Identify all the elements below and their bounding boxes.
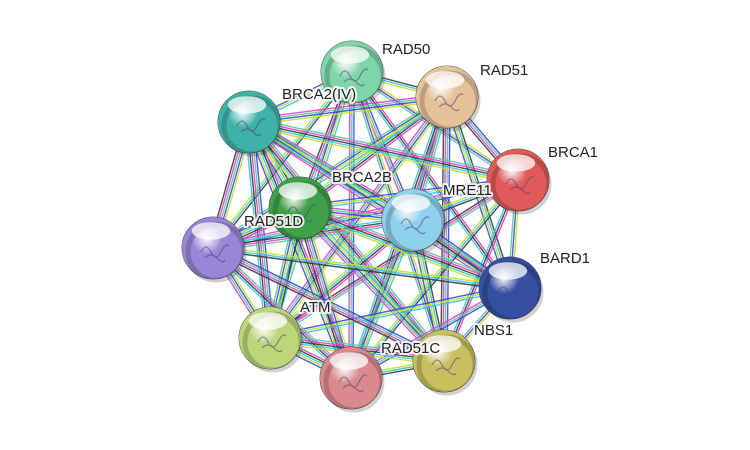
protein-node-mre11[interactable] <box>381 188 447 255</box>
protein-structure-icon <box>505 176 535 195</box>
interaction-edge <box>211 250 443 365</box>
interaction-edge <box>269 285 510 337</box>
interaction-edge <box>444 97 449 362</box>
protein-node-atm[interactable] <box>238 306 304 373</box>
interaction-edge <box>212 249 510 291</box>
node-highlight <box>488 262 528 280</box>
interaction-edge <box>269 287 511 339</box>
protein-structure-icon <box>257 334 287 353</box>
protein-structure-icon <box>339 68 369 87</box>
protein-node-rad51c[interactable] <box>319 346 385 413</box>
node-highlight <box>422 335 462 353</box>
node-label-halo: BRCA2(IV) <box>282 86 356 103</box>
interaction-edge <box>301 206 447 361</box>
interaction-edge <box>271 98 451 341</box>
interaction-edge <box>250 117 416 217</box>
interaction-edge <box>445 180 521 363</box>
interaction-edge <box>250 120 447 361</box>
node-label-rad51d: RAD51D <box>244 213 303 230</box>
node-label-halo: RAD50 <box>382 41 430 58</box>
interaction-edge <box>248 121 519 181</box>
node-label-brca2b: BRCA2B <box>332 169 392 186</box>
node-label-halo: BRCA1 <box>548 144 598 161</box>
interaction-edge <box>213 246 445 361</box>
protein-node-purple[interactable] <box>181 216 247 283</box>
node-label-halo: MRE11 <box>443 182 492 199</box>
interaction-edge <box>249 97 448 124</box>
protein-node-rad50[interactable] <box>320 40 386 107</box>
node-label-atm: ATM <box>300 299 331 316</box>
interaction-edge <box>212 95 447 248</box>
protein-structure-icon <box>236 118 266 137</box>
node-label-rad51: RAD51 <box>480 62 528 79</box>
protein-structure-icon <box>400 216 430 235</box>
interaction-edge <box>248 95 447 122</box>
interaction-edge <box>246 122 350 380</box>
node-label-halo: RAD51C <box>381 340 440 357</box>
node-label-bard1: BARD1 <box>540 250 590 267</box>
protein-structure-icon <box>434 93 464 112</box>
node-highlight <box>425 71 465 89</box>
node-highlight <box>248 312 288 330</box>
protein-structure-icon <box>431 357 461 376</box>
protein-structure-icon <box>200 244 230 263</box>
interaction-edge <box>251 118 448 359</box>
interaction-edge <box>443 179 519 362</box>
node-label-rad50: RAD50 <box>382 41 430 58</box>
node-highlight <box>278 182 318 200</box>
protein-structure-icon <box>338 374 368 393</box>
node-label-halo: RAD51D <box>244 213 303 230</box>
node-label-halo: RAD51 <box>480 62 528 79</box>
protein-node-rad51[interactable] <box>415 65 481 132</box>
interaction-edge <box>302 204 448 359</box>
interaction-edge <box>214 244 446 359</box>
node-highlight <box>391 194 431 212</box>
protein-node-bard1[interactable] <box>478 256 544 323</box>
interaction-edge <box>446 97 451 362</box>
interaction-edge <box>268 177 518 337</box>
protein-node-brca1[interactable] <box>486 148 552 215</box>
protein-labels: RAD50RAD50RAD51RAD51BRCA2(IV)BRCA2(IV)BR… <box>242 39 600 359</box>
node-highlight <box>330 46 370 64</box>
interaction-edge <box>299 207 445 362</box>
interaction-edge <box>249 119 519 179</box>
node-label-halo: BARD1 <box>540 250 590 267</box>
node-label-brca1: BRCA1 <box>548 144 598 161</box>
protein-node-brca2_iv[interactable] <box>217 90 283 157</box>
node-label-mre11: MRE11 <box>443 182 492 199</box>
interaction-edge <box>247 125 518 185</box>
node-label-halo: ATM <box>300 299 331 316</box>
protein-node-nbs1[interactable] <box>412 329 478 396</box>
node-label-rad51c: RAD51C <box>381 340 440 357</box>
node-label-brca2_iv: BRCA2(IV) <box>282 86 356 103</box>
interaction-edge <box>298 211 509 293</box>
node-label-halo: BRCA2B <box>332 169 392 186</box>
node-label-nbs1: NBS1 <box>474 322 513 339</box>
interaction-edge <box>248 93 447 120</box>
protein-structure-icon <box>497 284 527 303</box>
interaction-edge <box>248 121 511 289</box>
interaction-edge <box>213 245 511 287</box>
interaction-edge <box>244 123 348 380</box>
interaction-edge <box>350 179 519 379</box>
protein-structure-icon <box>287 204 317 223</box>
interaction-edge <box>249 117 520 177</box>
interaction-edge <box>249 99 448 126</box>
interaction-edge <box>212 248 444 363</box>
node-highlight <box>329 352 369 370</box>
interaction-edge <box>247 123 510 291</box>
interaction-edge <box>248 123 518 183</box>
node-label-halo: NBS1 <box>474 322 513 339</box>
interaction-edge <box>250 117 513 286</box>
interaction-edge <box>212 247 511 289</box>
protein-nodes <box>181 40 552 413</box>
protein-node-rad51d[interactable] <box>268 176 334 243</box>
interaction-edge <box>351 71 511 289</box>
node-highlight <box>496 154 536 172</box>
interaction-edge <box>270 289 511 341</box>
interaction-edge <box>249 119 512 287</box>
node-highlight <box>227 96 267 114</box>
node-highlight <box>191 222 231 240</box>
